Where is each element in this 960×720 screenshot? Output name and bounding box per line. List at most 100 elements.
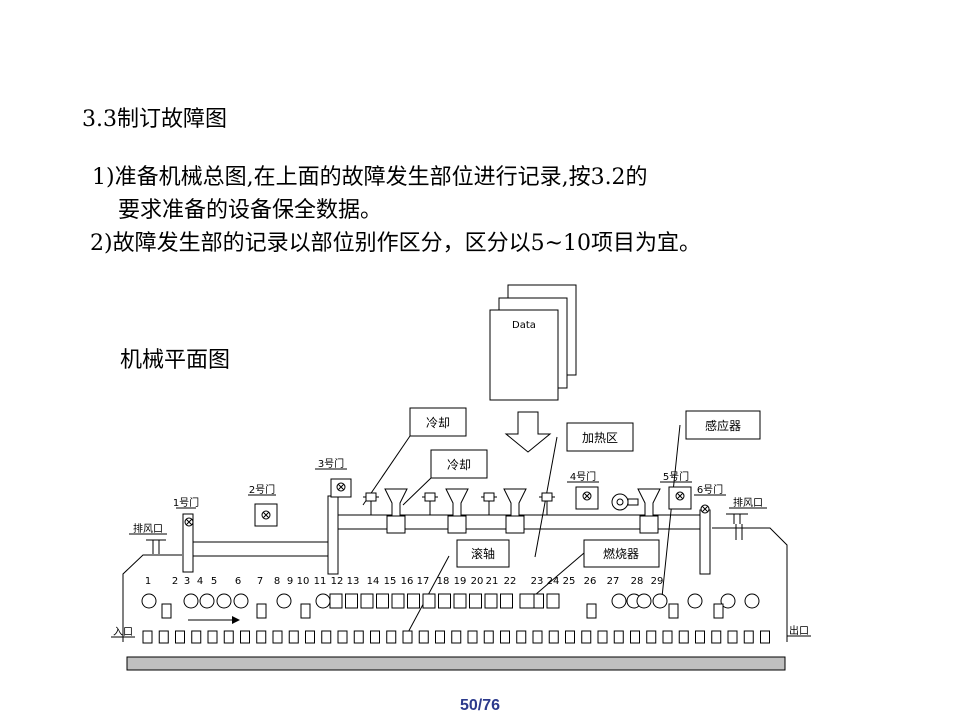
- roller-square: [500, 593, 513, 609]
- callout-cooling-2: 冷却: [447, 458, 471, 472]
- bed-roller: [240, 630, 250, 644]
- conveyor-section-left: [190, 541, 332, 557]
- roller-square: [391, 593, 405, 609]
- roller-square: [329, 593, 343, 609]
- position-number: 28: [631, 576, 644, 587]
- roller-square: [546, 593, 560, 609]
- bed-roller: [305, 630, 315, 644]
- callout-burner: 燃烧器: [603, 546, 639, 561]
- bed-roller: [353, 630, 364, 644]
- door-1-label: 1号门: [173, 496, 199, 509]
- bed-roller: [613, 630, 624, 644]
- callout-cooling-1: 冷却: [426, 416, 450, 430]
- frame-right-wall: [712, 527, 788, 642]
- bed-roller: [223, 630, 234, 644]
- bed-roller: [760, 630, 770, 644]
- position-number: 12: [331, 576, 344, 587]
- bed-roller: [288, 630, 299, 644]
- bed-roller: [435, 630, 445, 644]
- cooling-funnel: [503, 488, 527, 517]
- cooling-funnel-base: [639, 515, 659, 534]
- position-number: 3: [184, 576, 190, 587]
- bed-roller: [191, 630, 202, 644]
- callout-heating-zone: 加热区: [582, 431, 618, 445]
- bed-roller: [548, 630, 559, 644]
- door-2-label: 2号门: [249, 483, 275, 496]
- position-number: 22: [504, 576, 517, 587]
- bed-support: [161, 603, 172, 619]
- door-6-post: [699, 509, 711, 575]
- cooling-funnel: [384, 488, 408, 517]
- leader-cooling-2: [402, 477, 432, 506]
- fan-hub-icon: [616, 498, 624, 506]
- page-number: 50/76: [459, 697, 501, 714]
- callout-box-burner: [583, 539, 660, 568]
- position-number: 8: [274, 576, 280, 587]
- cooling-nozzles: [384, 488, 661, 534]
- exit-label: 出口: [789, 624, 809, 637]
- roller-square: [407, 593, 420, 609]
- roller-square: [376, 593, 389, 609]
- callout-box-sensor: [685, 410, 761, 440]
- roller-icon: [183, 593, 199, 609]
- leader-burner: [527, 552, 585, 602]
- bed-roller: [418, 630, 429, 644]
- cooling-funnel: [637, 488, 661, 517]
- position-number: 4: [197, 576, 203, 587]
- exhaust-left-pipe: [146, 539, 166, 554]
- position-number: 14: [367, 576, 380, 587]
- callout-sensor: 感应器: [705, 418, 741, 433]
- roller-icon: [233, 593, 249, 609]
- door-3-label: 3号门: [318, 457, 344, 470]
- roller-square: [345, 593, 358, 609]
- position-number: 20: [471, 576, 484, 587]
- position-number: 11: [314, 576, 327, 587]
- bed-roller: [451, 630, 462, 644]
- position-number: 9: [287, 576, 293, 587]
- roller-square: [360, 593, 374, 609]
- position-number: 1: [145, 576, 151, 587]
- bed-roller: [337, 630, 348, 644]
- roller-square: [438, 593, 451, 609]
- roller-icon: [687, 593, 703, 609]
- door-4-label: 4号门: [570, 470, 596, 483]
- cooling-funnel: [445, 488, 469, 517]
- exhaust-right-pipe: [726, 513, 748, 540]
- exhaust-right-label: 排风口: [733, 496, 763, 509]
- position-number: 2: [172, 576, 178, 587]
- position-number: 21: [486, 576, 499, 587]
- door-3-post: [327, 495, 339, 575]
- callout-box-heating: [566, 422, 634, 452]
- frame-left-wall: [122, 554, 182, 642]
- roller-square: [422, 593, 436, 609]
- roller-icon: [636, 593, 652, 609]
- position-number: 24: [547, 576, 560, 587]
- callout-roller-shaft: 滚轴: [471, 546, 495, 561]
- entry-arrow-icon: [232, 616, 240, 624]
- position-number: 16: [401, 576, 414, 587]
- roller-icon: [216, 593, 232, 609]
- valve-icon: [365, 492, 377, 502]
- exhaust-left-label: 排风口: [133, 522, 163, 535]
- bed-roller: [646, 630, 657, 644]
- bed-roller: [175, 630, 185, 644]
- cooling-valves: [363, 492, 555, 515]
- diagram-title: 机械平面图: [120, 348, 231, 373]
- bed-support: [713, 603, 724, 619]
- bed-roller: [272, 630, 283, 644]
- bed-roller: [662, 630, 673, 644]
- bed-roller: [597, 630, 608, 644]
- conveyor-bed: [142, 630, 770, 644]
- bed-roller: [207, 630, 218, 644]
- bed-roller: [743, 630, 754, 644]
- roller-icon: [652, 593, 668, 609]
- door-5-label: 5号门: [663, 470, 689, 483]
- roller-icon: [199, 593, 215, 609]
- position-number: 19: [454, 576, 467, 587]
- roller-icon: [276, 593, 292, 609]
- machine-base-plate: [126, 656, 786, 671]
- roller-icon: [315, 593, 331, 609]
- roller-icon: [720, 593, 736, 609]
- paragraph-1-line-2: 要求准备的设备保全数据。: [118, 198, 383, 223]
